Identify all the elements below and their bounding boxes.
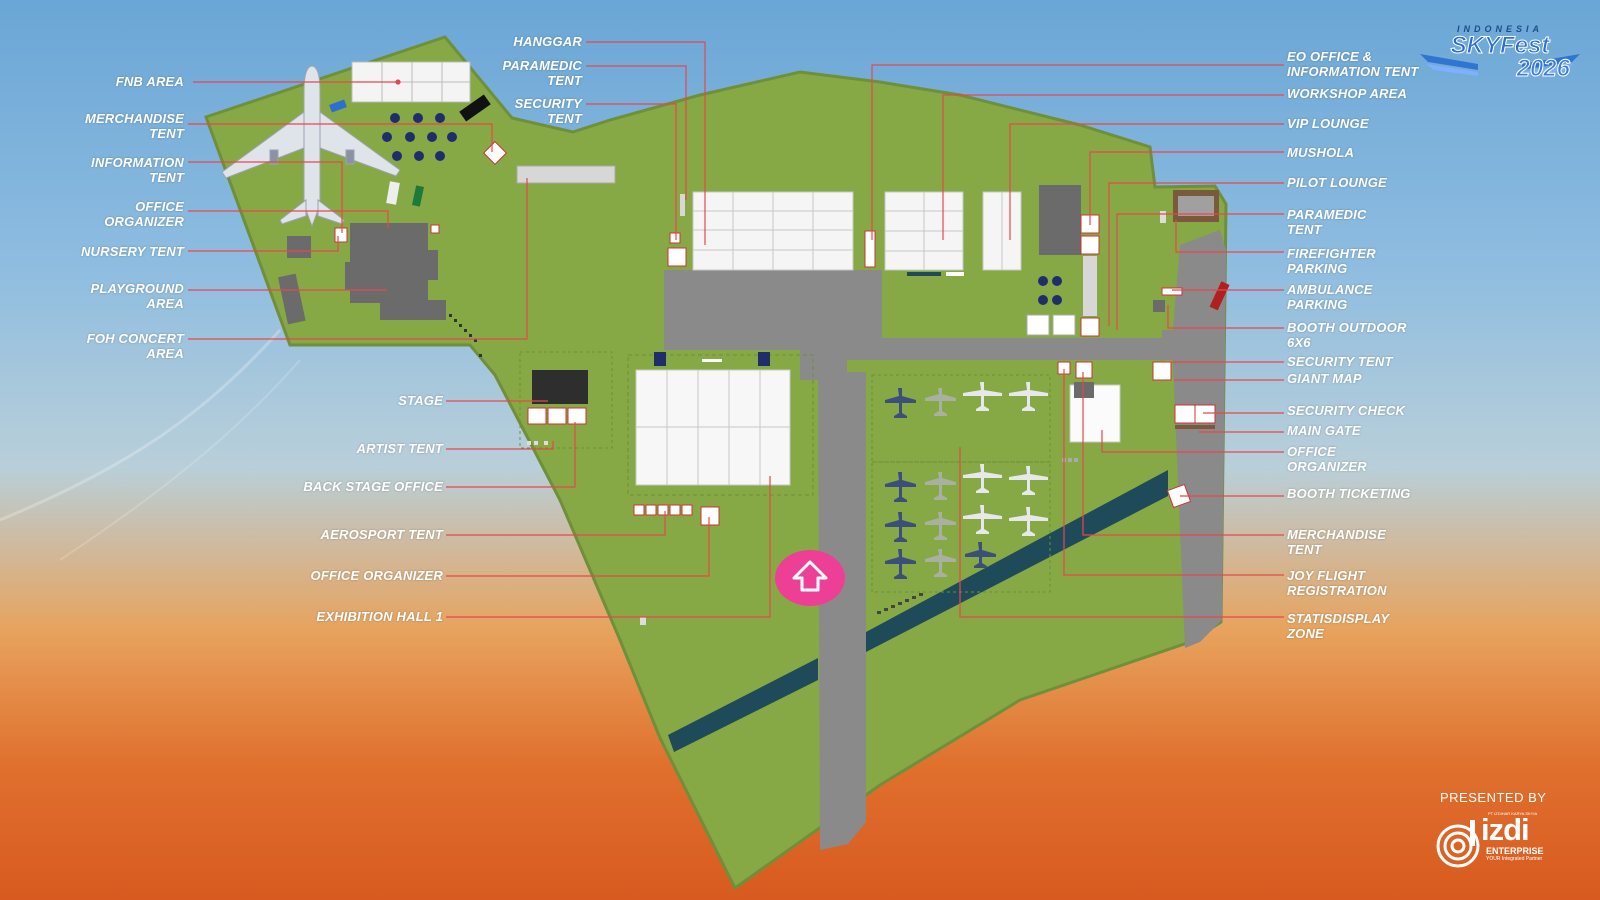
- upward-arrow-location-icon: [775, 550, 845, 606]
- label-giant-map: GIANT MAP: [1287, 371, 1362, 386]
- stage-building: [532, 370, 588, 404]
- label-foh-concert-area: FOH CONCERT AREA: [86, 331, 184, 361]
- label-exhibition-hall-1: EXHIBITION HALL 1: [316, 609, 443, 624]
- foh-bench: [516, 165, 616, 184]
- label-ambulance-parking: AMBULANCE PARKING: [1287, 282, 1373, 312]
- label-booth-outdoor: BOOTH OUTDOOR 6X6: [1287, 320, 1407, 350]
- label-paramedic-tent-top: PARAMEDIC TENT: [502, 58, 582, 88]
- sponsor-tagline: YOUR Integrated Partner: [1486, 856, 1543, 862]
- presented-by: PRESENTED BY: [1440, 790, 1547, 805]
- label-security-check: SECURITY CHECK: [1287, 403, 1406, 418]
- label-fnb-area: FNB AREA: [115, 74, 184, 89]
- label-aerosport-tent: AEROSPORT TENT: [320, 527, 443, 542]
- label-security-tent-right: SECURITY TENT: [1287, 354, 1393, 369]
- label-back-stage-office: BACK STAGE OFFICE: [303, 479, 443, 494]
- sponsor-name: izdi: [1481, 812, 1530, 847]
- label-eo-office: EO OFFICE & INFORMATION TENT: [1287, 49, 1419, 79]
- label-office-organizer: OFFICE ORGANIZER: [104, 199, 184, 229]
- company-tag: PT IZDIHAR KARYA SKYIA: [1488, 811, 1538, 816]
- label-security-tent-top: SECURITY TENT: [514, 96, 582, 126]
- label-vip-lounge: VIP LOUNGE: [1287, 116, 1369, 131]
- label-workshop-area: WORKSHOP AREA: [1287, 86, 1408, 101]
- dining-tables: [382, 113, 457, 161]
- izdi-swirl-icon: [1436, 820, 1480, 868]
- label-information-tent: INFORMATION TENT: [91, 155, 184, 185]
- label-merchandise-tent: MERCHANDISE TENT: [85, 111, 184, 141]
- aerosport-tents: [633, 504, 693, 516]
- hanggar-apron: [664, 270, 882, 350]
- label-office-organizer-right: OFFICE ORGANIZER: [1287, 444, 1367, 474]
- label-merchandise-tent-right: MERCHANDISE TENT: [1287, 527, 1386, 557]
- label-main-gate: MAIN GATE: [1287, 423, 1361, 438]
- label-static-display: STATISDISPLAY ZONE: [1287, 611, 1390, 641]
- label-artist-tent: ARTIST TENT: [356, 441, 443, 456]
- brand-top: INDONESIA: [1456, 24, 1543, 34]
- wings-icon: [1420, 54, 1580, 76]
- sponsor-division: ENTERPRISE: [1486, 846, 1544, 856]
- label-hanggar: HANGGAR: [513, 34, 582, 49]
- label-mushola: MUSHOLA: [1287, 145, 1355, 160]
- label-paramedic-tent-right: PARAMEDIC TENT: [1287, 207, 1367, 237]
- label-pilot-lounge: PILOT LOUNGE: [1287, 175, 1387, 190]
- runway: [668, 658, 818, 752]
- label-nursery-tent: NURSERY TENT: [80, 244, 184, 259]
- label-stage: STAGE: [398, 393, 443, 408]
- workshop-tent: [884, 191, 964, 271]
- firetruck-icon: [1209, 281, 1230, 311]
- exhibition-hall-1-building: [635, 369, 791, 486]
- mushola-building: [1039, 185, 1081, 255]
- skyfest-logo: INDONESIA SKYFest 2026: [1420, 24, 1580, 82]
- main-road: [818, 372, 866, 850]
- playground-building: [350, 223, 428, 303]
- label-joy-flight: JOY FLIGHT REGISTRATION: [1287, 568, 1387, 598]
- label-booth-ticketing: BOOTH TICKETING: [1287, 486, 1411, 501]
- brand-year: 2026: [1516, 55, 1570, 82]
- leader-lines: [188, 41, 1284, 618]
- label-firefighter-parking: FIREFIGHTER PARKING: [1287, 246, 1376, 276]
- label-office-organizer-mid: OFFICE ORGANIZER: [310, 568, 443, 583]
- hanggar-building: [692, 191, 854, 271]
- label-playground-area: PLAYGROUND AREA: [90, 281, 184, 311]
- taxiway-north: [862, 338, 1180, 360]
- runway: [866, 470, 1168, 652]
- brand-main: SKYFest: [1450, 32, 1550, 59]
- static-display-aircraft: [885, 382, 1048, 579]
